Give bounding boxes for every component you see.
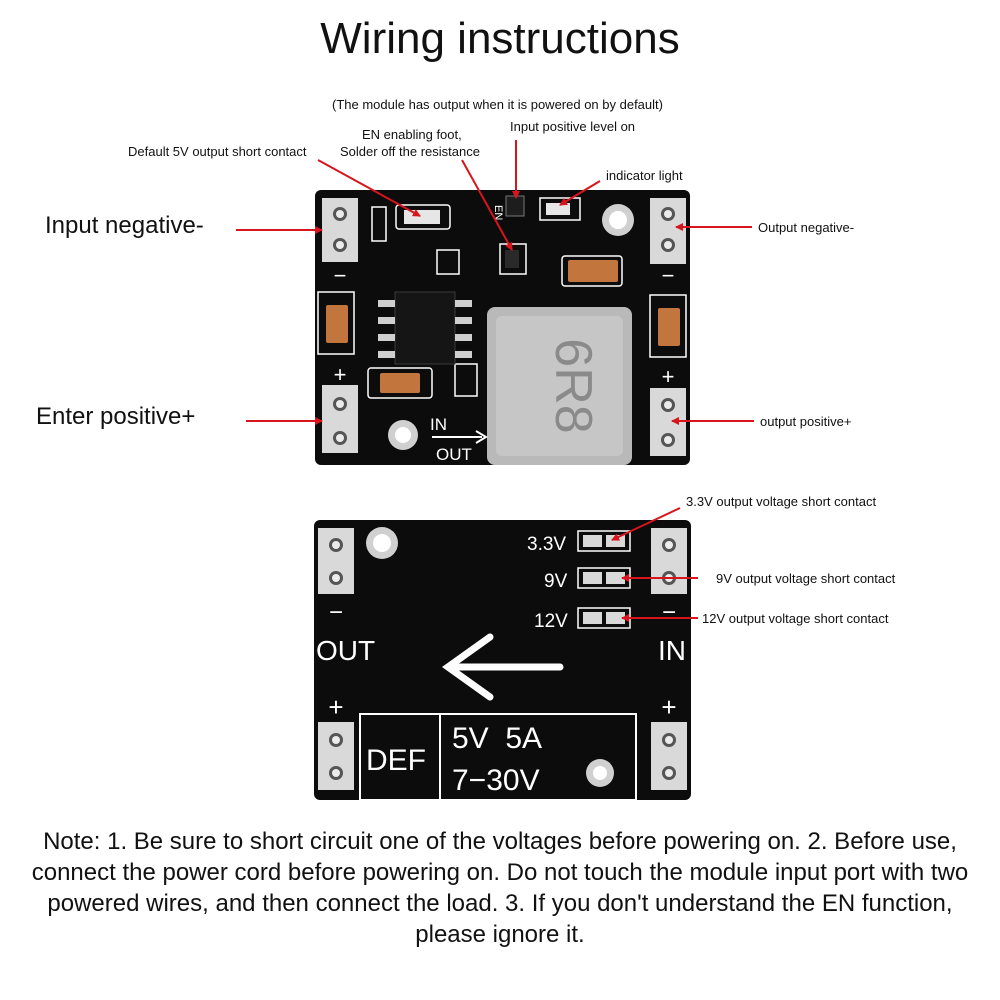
def-box	[359, 713, 637, 801]
en-resistor	[505, 250, 519, 268]
capacitor	[326, 305, 348, 343]
inductor-marking: 6R8	[544, 338, 602, 433]
top-leader-lines	[236, 140, 754, 425]
indicator-led	[546, 203, 570, 215]
en-silkscreen: EN	[492, 205, 504, 220]
bottom-leader-lines	[611, 507, 698, 622]
bottom-in-text: IN	[658, 635, 686, 666]
regulator-ic	[378, 291, 472, 365]
capacitor	[380, 373, 420, 393]
en-chip	[505, 195, 525, 217]
v9-contact-label: 9V output voltage short contact	[716, 571, 896, 586]
input-positive-pads	[322, 385, 358, 453]
bottom-out-text: OUT	[316, 635, 375, 666]
indicator-light-label: indicator light	[606, 168, 683, 183]
usage-note: Note: 1. Be sure to short circuit one of…	[31, 828, 969, 948]
capacitor	[568, 260, 618, 282]
top-plus-right: +	[662, 364, 675, 389]
top-plus-left: +	[334, 362, 347, 387]
bottom-minus-right: −	[662, 599, 676, 626]
silk-12v: 12V	[534, 611, 568, 632]
output-negative-pads	[650, 198, 686, 264]
top-minus-left: −	[334, 263, 347, 288]
input-positive-level-label: Input positive level on	[510, 119, 636, 134]
jumper-9v	[577, 567, 631, 589]
inductor: 6R8	[487, 307, 632, 465]
default-5v-label: Default 5V output short contact	[128, 144, 307, 159]
rating-text: 5V 5A	[452, 722, 542, 755]
v33-contact-label: 3.3V output voltage short contact	[686, 494, 877, 509]
silk-9v: 9V	[544, 571, 568, 592]
input-negative-pads	[322, 198, 358, 262]
capacitor	[658, 308, 680, 346]
en-foot-label: EN enabling foot,	[362, 127, 462, 142]
top-pcb-board: − − + + EN	[315, 190, 690, 465]
def-text: DEF	[366, 744, 426, 777]
solder-off-label: Solder off the resistance	[340, 144, 480, 159]
default-5v-resistor	[404, 210, 440, 224]
v12-contact-label: 12V output voltage short contact	[702, 611, 889, 626]
top-in-text: IN	[430, 415, 447, 434]
silk-3v3: 3.3V	[527, 534, 566, 555]
input-negative-label: Input negative-	[45, 212, 204, 239]
module-output-note: (The module has output when it is powere…	[332, 97, 663, 112]
top-minus-right: −	[662, 263, 675, 288]
flow-direction-arrow	[441, 633, 564, 701]
output-negative-label: Output negative-	[758, 220, 855, 235]
page-title: Wiring instructions	[320, 14, 680, 63]
top-out-text: OUT	[436, 445, 472, 464]
range-text: 7−30V	[452, 764, 540, 797]
output-positive-label: output positive+	[760, 414, 852, 429]
enter-positive-label: Enter positive+	[36, 403, 196, 430]
bottom-plus-right: +	[661, 692, 676, 722]
bottom-pcb-board: 3.3V 9V 12V OUT IN − − + + DEF 5V	[314, 520, 691, 801]
bottom-pads	[318, 528, 687, 790]
jumper-3v3	[577, 530, 631, 552]
bottom-plus-left: +	[328, 692, 343, 722]
bottom-minus-left: −	[329, 599, 343, 626]
